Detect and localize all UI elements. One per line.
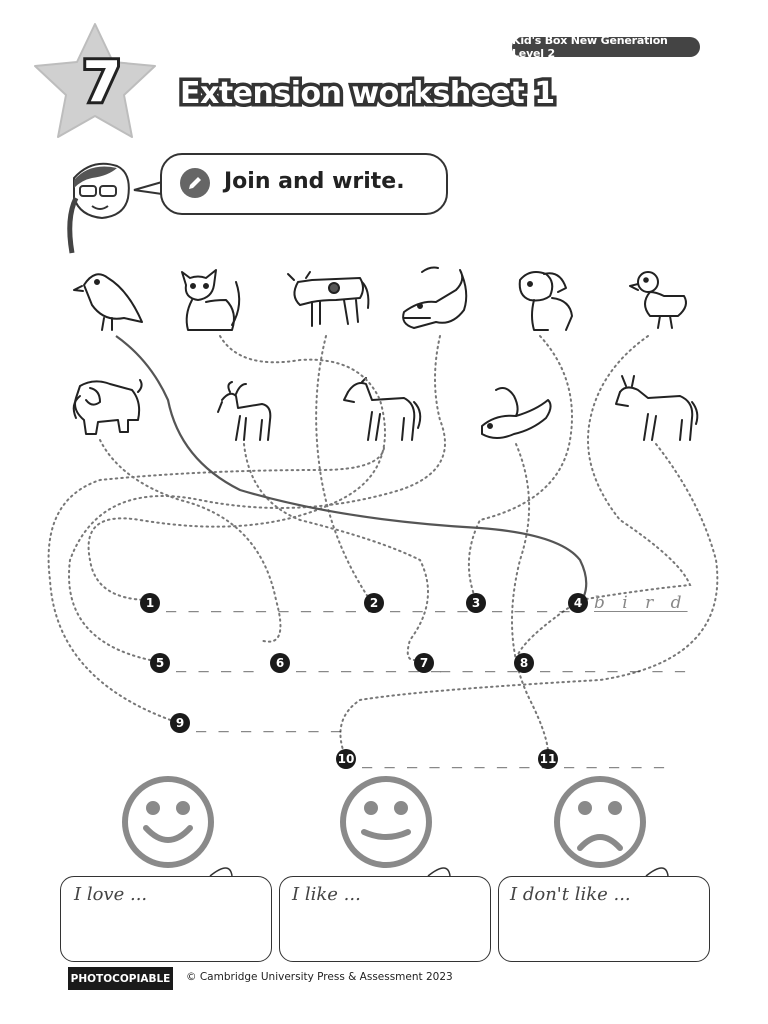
answer-blank[interactable]: _ _ _ _ _ _ _	[196, 713, 343, 733]
goat-icon	[217, 381, 272, 441]
opinion-label: I like ...	[292, 884, 361, 905]
opinion-box-dont-like[interactable]	[498, 876, 710, 962]
answer-3: 3 _ _ _ _	[466, 593, 571, 613]
opinion-label: I love ...	[74, 884, 148, 905]
cat-icon	[181, 269, 241, 331]
bird-icon	[73, 273, 143, 331]
series-badge: Kid's Box New Generation Level 2	[512, 34, 700, 60]
answer-8: 8 _ _ _ _ _ _ _	[514, 653, 686, 673]
answer-4: 4 b i r d	[568, 593, 688, 613]
answer-10: 10 _ _ _ _ _ _ _ _ _	[336, 749, 553, 769]
number-badge: 7	[414, 653, 434, 673]
number-badge: 2	[364, 593, 384, 613]
duck-icon	[629, 271, 687, 329]
star-icon	[34, 23, 156, 138]
answer-blank[interactable]: _ _ _ _	[440, 653, 519, 673]
number-badge: 3	[466, 593, 486, 613]
number-badge: 5	[150, 653, 170, 673]
number-badge: 9	[170, 713, 190, 733]
answer-blank[interactable]: _ _ _ _ _ _ _	[296, 653, 443, 673]
answer-5: 5 _ _ _ _	[150, 653, 255, 673]
answer-blank[interactable]: _ _ _ _ _ _ _	[540, 653, 687, 673]
photocopiable-tag: PHOTOCOPIABLE	[68, 967, 173, 990]
answer-11: 11 _ _ _ _ _	[538, 749, 665, 769]
answer-blank[interactable]: _ _ _ _	[390, 593, 469, 613]
copyright-text: © Cambridge University Press & Assessmen…	[186, 971, 453, 983]
number-badge: 1	[140, 593, 160, 613]
answer-blank[interactable]: _ _ _ _ _	[564, 749, 666, 769]
example-line	[115, 335, 588, 597]
opinion-box-love[interactable]	[60, 876, 272, 962]
answer-7: 7 _ _ _ _	[414, 653, 519, 673]
answer-blank[interactable]: _ _ _ _ _ _ _ _ _	[362, 749, 553, 769]
number-badge: 6	[270, 653, 290, 673]
answer-blank[interactable]: _ _ _ _	[492, 593, 571, 613]
answer-blank[interactable]: _ _ _ _ _ _ _ _ _ _	[166, 593, 380, 613]
answer-1: 1 _ _ _ _ _ _ _ _ _ _	[140, 593, 379, 613]
unit-number: 7	[80, 47, 125, 118]
opinion-label: I don't like ...	[510, 884, 631, 905]
dog-icon	[518, 271, 573, 331]
sad-face-icon	[554, 776, 646, 868]
answer-2: 2 _ _ _ _	[364, 593, 469, 613]
number-badge: 8	[514, 653, 534, 673]
big-smile-face-icon	[122, 776, 214, 868]
donkey-icon	[615, 375, 699, 441]
page-title: Extension worksheet 1	[177, 73, 559, 115]
instruction-text: Join and write.	[224, 169, 405, 194]
cow-icon	[287, 271, 370, 327]
answer-9: 9 _ _ _ _ _ _ _	[170, 713, 342, 733]
crocodile-icon	[402, 266, 468, 329]
number-badge: 10	[336, 749, 356, 769]
answer-blank[interactable]: _ _ _ _	[176, 653, 255, 673]
example-answer: b i r d	[594, 593, 688, 613]
elephant-icon	[72, 379, 143, 435]
smile-face-icon	[340, 776, 432, 868]
pencil-icon	[180, 168, 210, 198]
opinion-box-like[interactable]	[279, 876, 491, 962]
answer-6: 6 _ _ _ _ _ _ _	[270, 653, 442, 673]
lizard-icon	[481, 387, 552, 439]
girl-avatar	[67, 162, 130, 254]
number-badge: 4	[568, 593, 588, 613]
number-badge: 11	[538, 749, 558, 769]
